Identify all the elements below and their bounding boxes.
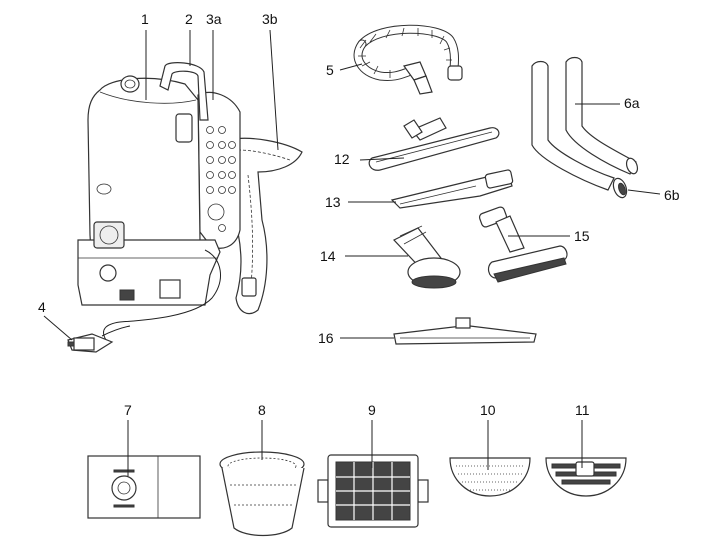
label-1: 1 — [141, 11, 149, 27]
label-4: 4 — [38, 299, 46, 315]
harness-strap — [227, 137, 303, 315]
crevice-tool — [390, 169, 514, 209]
dusting-brush — [393, 225, 461, 289]
label-13: 13 — [325, 194, 341, 210]
label-8: 8 — [258, 402, 266, 418]
filter-cover — [545, 457, 627, 497]
vacuum-base — [77, 221, 221, 306]
label-12: 12 — [334, 151, 350, 167]
label-7: 7 — [124, 402, 132, 418]
label-16: 16 — [318, 330, 334, 346]
label-15: 15 — [574, 228, 590, 244]
extension-wands — [531, 56, 639, 199]
label-10: 10 — [480, 402, 496, 418]
power-cord — [67, 249, 221, 353]
label-14: 14 — [320, 248, 336, 264]
upholstery-tool — [478, 206, 568, 283]
floor-nozzle — [368, 117, 500, 171]
label-3b: 3b — [262, 11, 278, 27]
mesh-filter — [449, 457, 531, 497]
dust-bag — [87, 455, 201, 519]
label-6b: 6b — [664, 187, 680, 203]
label-6a: 6a — [624, 95, 640, 111]
label-9: 9 — [368, 402, 376, 418]
carry-handle — [159, 62, 209, 121]
label-5: 5 — [326, 62, 334, 78]
label-11: 11 — [575, 402, 590, 418]
squeegee-nozzle — [393, 317, 537, 345]
hepa-filter — [317, 454, 429, 528]
cloth-filter — [219, 451, 305, 537]
suction-hose — [353, 24, 463, 95]
label-3a: 3a — [206, 11, 222, 27]
leader-lines — [43, 29, 661, 476]
label-2: 2 — [185, 11, 193, 27]
